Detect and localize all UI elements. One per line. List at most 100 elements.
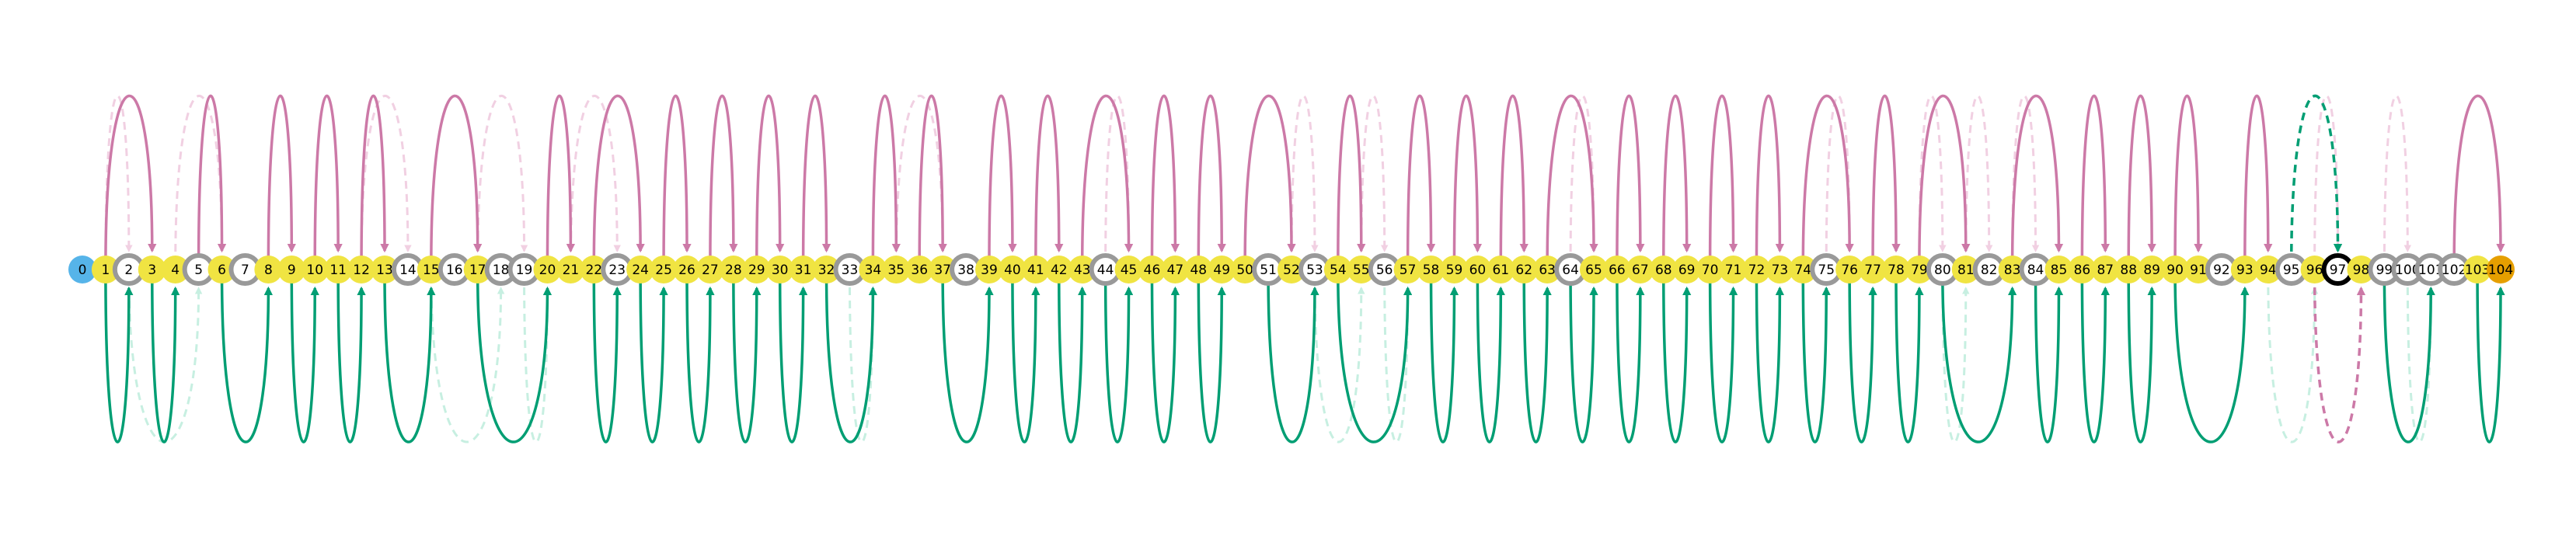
arc-top-faded (569, 95, 622, 266)
node-circle (1510, 256, 1539, 283)
node-label: 12 (353, 263, 370, 278)
arc-top-faded (1569, 95, 1598, 266)
node-label: 31 (795, 263, 812, 278)
arc-top (2173, 94, 2203, 266)
node-12: 12 (347, 256, 376, 283)
node-circle (371, 256, 399, 283)
node-13: 13 (371, 256, 399, 283)
arc-bottom (104, 273, 134, 443)
node-86: 86 (2068, 256, 2097, 283)
node-label: 43 (1074, 263, 1091, 278)
node-label: 67 (1632, 263, 1649, 278)
node-label: 89 (2143, 263, 2160, 278)
node-59: 59 (1440, 256, 1469, 283)
node-label: 81 (1957, 263, 1975, 278)
node-38: 38 (950, 253, 983, 286)
node-label: 23 (608, 263, 626, 278)
node-circle (1323, 256, 1352, 283)
node-label: 33 (842, 263, 859, 278)
arc-top (2452, 94, 2505, 266)
arc-bottom (1522, 273, 1552, 443)
arc-top (1546, 94, 1598, 266)
node-4: 4 (161, 256, 190, 283)
node-53: 53 (1298, 253, 1331, 286)
node-3: 3 (138, 256, 166, 283)
node-11: 11 (324, 256, 353, 283)
arc-top-faded (894, 95, 946, 266)
node-37: 37 (929, 256, 957, 283)
node-22: 22 (580, 256, 608, 283)
node-label: 100 (2395, 263, 2420, 278)
node-label: 36 (911, 263, 928, 278)
node-circle (1905, 256, 1933, 283)
node-label: 42 (1051, 263, 1068, 278)
node-circle (789, 256, 817, 283)
arc-top (662, 94, 692, 266)
arc-bottom (824, 273, 877, 443)
arc-bottom (1616, 273, 1645, 443)
node-circle (1696, 256, 1724, 283)
node-41: 41 (1021, 256, 1050, 283)
node-circle (882, 256, 911, 283)
arc-top (1034, 94, 1064, 266)
node-circle (1393, 256, 1422, 283)
node-label: 92 (2213, 263, 2230, 278)
node-81: 81 (1951, 256, 1980, 283)
node-label: 55 (1353, 263, 1370, 278)
node-label: 11 (329, 263, 347, 278)
arc-bottom-current (2313, 273, 2366, 443)
node-label: 50 (1236, 263, 1253, 278)
arc-top-faded (476, 95, 528, 266)
arc-top-faded (1104, 95, 1133, 266)
node-label: 0 (78, 263, 87, 278)
node-label: 39 (981, 263, 998, 278)
node-52: 52 (1278, 256, 1305, 283)
node-76: 76 (1835, 256, 1864, 283)
arc-bottom (2080, 273, 2110, 443)
arc-bottom (1476, 273, 1505, 443)
node-label: 71 (1725, 263, 1742, 278)
node-label: 98 (2353, 263, 2370, 278)
node-circle (533, 256, 562, 283)
node-label: 96 (2306, 263, 2323, 278)
node-label: 53 (1306, 263, 1323, 278)
node-circle (556, 256, 585, 283)
node-circle (1440, 256, 1469, 283)
node-circle (1114, 256, 1143, 283)
arc-bottom (1429, 273, 1459, 443)
node-label: 77 (1864, 263, 1881, 278)
node-circle (254, 256, 283, 283)
node-label: 14 (399, 263, 417, 278)
node-label: 63 (1539, 263, 1556, 278)
node-63: 63 (1533, 256, 1562, 283)
node-88: 88 (2114, 256, 2143, 283)
node-circle (1835, 256, 1864, 283)
node-label: 35 (887, 263, 905, 278)
node-circle (1487, 256, 1515, 283)
node-circle (765, 256, 794, 283)
arc-bottom (1267, 273, 1319, 443)
node-93: 93 (2230, 256, 2259, 283)
node-label: 25 (655, 263, 672, 278)
node-42: 42 (1044, 256, 1073, 283)
arc-bottom-faded (1941, 273, 1970, 443)
arc-bottom (1337, 273, 1413, 443)
node-66: 66 (1602, 256, 1631, 283)
node-9: 9 (277, 256, 306, 283)
node-circle (1161, 256, 1190, 283)
node-label: 69 (1678, 263, 1696, 278)
arc-top (988, 94, 1017, 266)
node-circle (905, 256, 934, 283)
arc-top (1616, 94, 1645, 266)
node-1: 1 (91, 256, 120, 283)
arc-bottom (1103, 273, 1134, 443)
arc-top (1499, 94, 1529, 266)
node-circle (695, 256, 724, 283)
node-circle (673, 256, 701, 283)
arc-bottom (778, 273, 808, 443)
node-label: 78 (1888, 263, 1905, 278)
node-circle (1580, 256, 1608, 283)
arc-top (801, 94, 831, 266)
arc-bottom (1941, 273, 2017, 443)
